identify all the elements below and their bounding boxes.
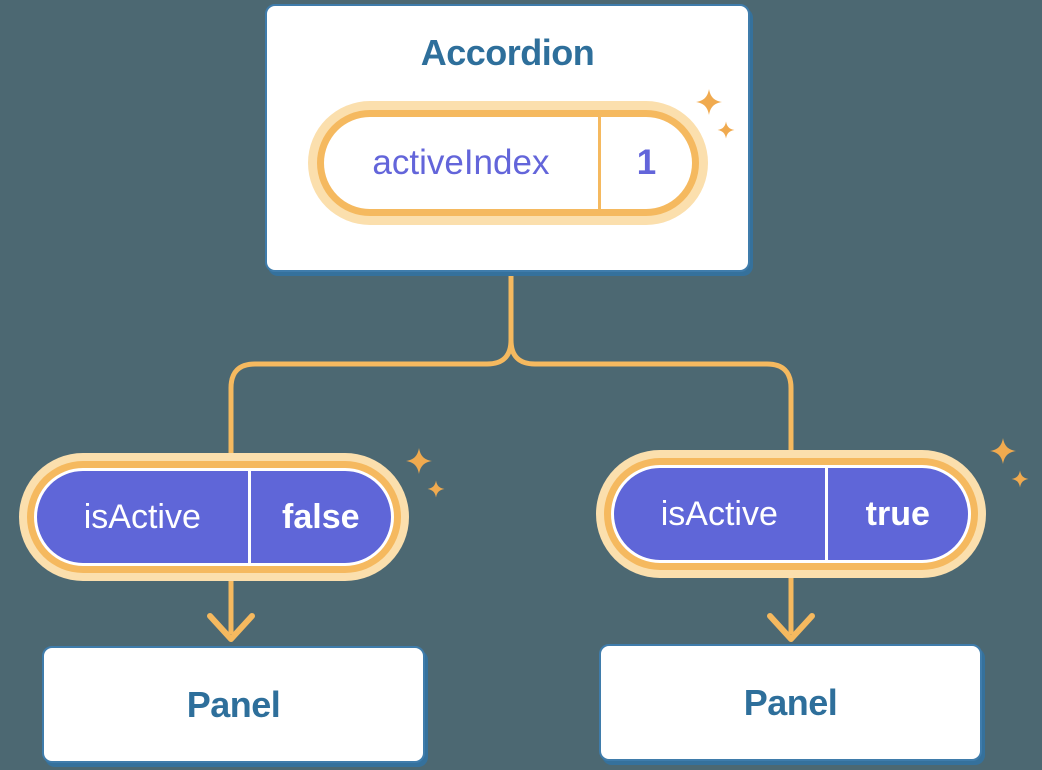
down-arrow-icon [767, 613, 815, 642]
accordion-title: Accordion [420, 32, 595, 73]
prop-pill-body: isActive true [611, 465, 971, 563]
connector-right-branch [508, 339, 794, 634]
state-pill-ring: activeIndex 1 [316, 110, 699, 216]
prop-pill-isactive-true: isActive true [596, 450, 986, 578]
prop-value-label: false [282, 497, 360, 536]
state-name-label: activeIndex [324, 117, 602, 209]
sparkle-icon [406, 448, 445, 498]
panel-title: Panel [186, 683, 281, 725]
accordion-component-box: Accordion activeIndex 1 [265, 4, 750, 272]
prop-pill-isactive-false: isActive false [19, 453, 409, 581]
panel-component-box-right: Panel [599, 644, 982, 761]
sparkle-icon [990, 438, 1029, 488]
prop-name-label: isActive [614, 468, 828, 560]
state-pill-body: activeIndex 1 [323, 117, 692, 209]
prop-pill-body: isActive false [34, 468, 394, 566]
state-pill-activeindex: activeIndex 1 [307, 101, 708, 225]
prop-name-label: isActive [37, 471, 251, 563]
sparkle-icon [696, 89, 735, 139]
prop-value-label: true [865, 494, 930, 533]
state-value-label: 1 [636, 143, 657, 182]
panel-title: Panel [743, 681, 838, 723]
prop-pill-ring: isActive true [604, 458, 978, 570]
prop-pill-ring: isActive false [27, 461, 401, 573]
down-arrow-icon [207, 613, 255, 642]
panel-component-box-left: Panel [42, 646, 425, 763]
